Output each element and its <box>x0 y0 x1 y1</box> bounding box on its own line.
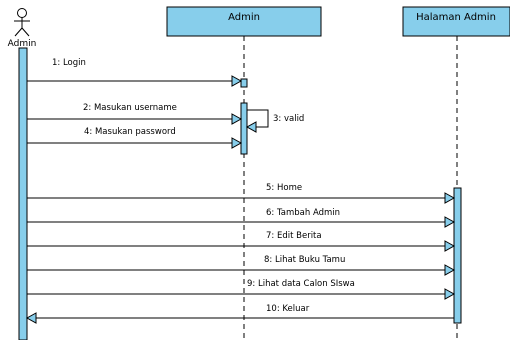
message-edit-berita: 7: Edit Berita <box>27 231 456 252</box>
message-label-login: 1: Login <box>52 58 86 68</box>
lifeline-label-admin: Admin <box>228 12 260 23</box>
message-label-tambah-admin: 6: Tambah Admin <box>266 208 340 218</box>
activation-bar-admin-auth <box>240 102 248 155</box>
message-lihat-buku-tamu: 8: Lihat Buku Tamu <box>27 255 456 276</box>
actor-figure <box>14 8 30 37</box>
message-label-masukan-username: 2: Masukan username <box>83 103 177 113</box>
message-label-valid: 3: valid <box>273 114 304 124</box>
message-valid-self: 3: valid <box>245 109 304 133</box>
message-lihat-data-calon-siswa: 9: Lihat data Calon SIswa <box>27 279 456 300</box>
message-label-lihat-data-calon-siswa: 9: Lihat data Calon SIswa <box>247 279 355 289</box>
message-masukan-password: 4: Masukan password <box>27 127 243 149</box>
message-label-home: 5: Home <box>266 183 302 193</box>
message-label-edit-berita: 7: Edit Berita <box>266 231 322 241</box>
lifeline-box-admin <box>166 6 322 37</box>
message-label-masukan-password: 4: Masukan password <box>84 127 176 137</box>
message-keluar: 10: Keluar <box>25 304 454 324</box>
actor-activation-bar <box>18 47 28 340</box>
message-label-lihat-buku-tamu: 8: Lihat Buku Tamu <box>264 255 345 265</box>
activation-bar-admin-login <box>240 78 248 88</box>
lifeline-label-halaman-admin: Halaman Admin <box>416 12 496 23</box>
activation-bar-halaman-admin <box>453 187 462 324</box>
actor-label: Admin <box>8 39 37 49</box>
message-masukan-username: 2: Masukan username <box>27 103 243 125</box>
message-login: 1: Login <box>27 58 243 87</box>
message-tambah-admin: 6: Tambah Admin <box>27 208 456 228</box>
lifeline-box-halaman-admin <box>402 6 510 37</box>
message-home: 5: Home <box>27 183 456 204</box>
message-label-keluar: 10: Keluar <box>266 304 310 314</box>
